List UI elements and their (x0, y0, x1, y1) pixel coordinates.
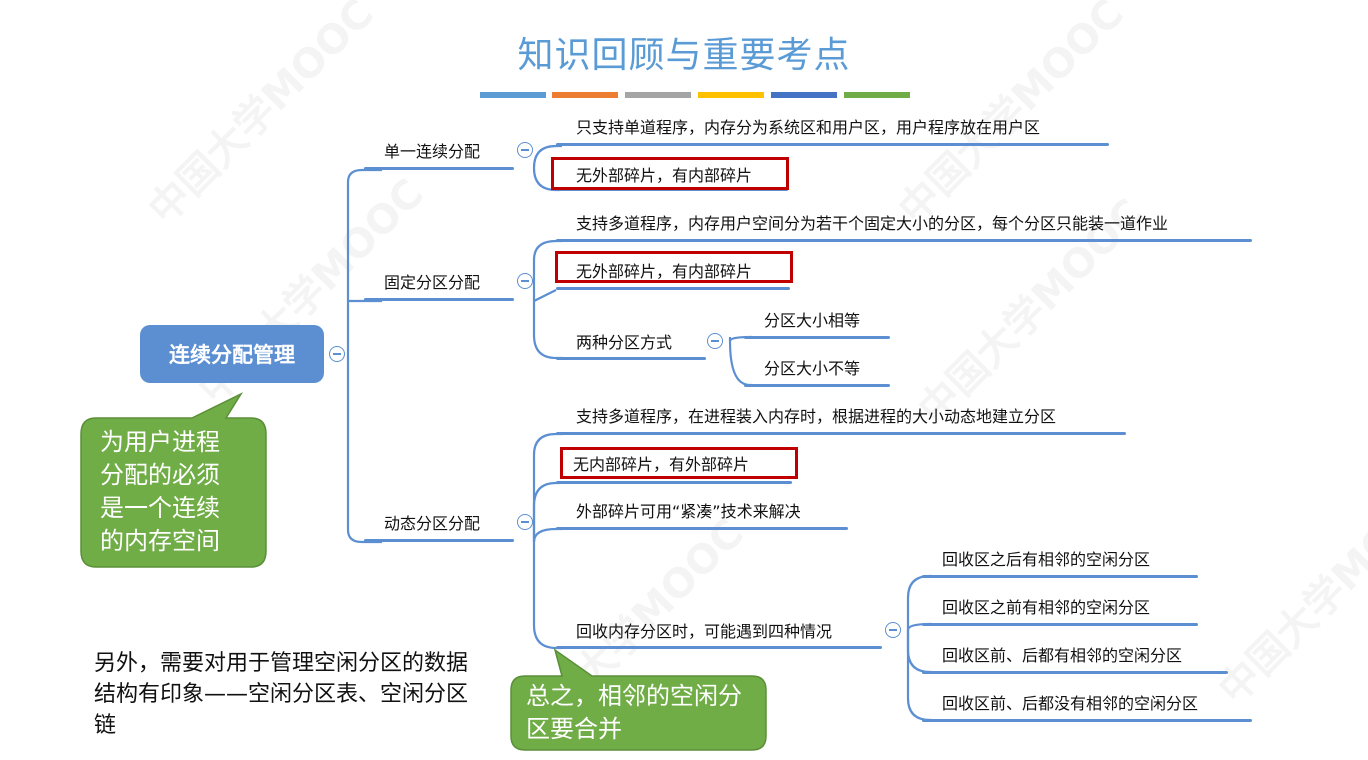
leaf-underline (556, 357, 706, 360)
leaf-underline (556, 527, 848, 530)
collapse-toggle-icon[interactable] (517, 273, 533, 289)
sub-leaf-label[interactable]: 回收区前、后都没有相邻的空闲分区 (942, 694, 1199, 713)
collapse-toggle-icon[interactable] (517, 142, 533, 158)
accent-bar (480, 92, 546, 98)
root-node[interactable]: 连续分配管理 (140, 325, 324, 383)
connector (346, 168, 382, 354)
page-title: 知识回顾与重要考点 (517, 35, 851, 76)
leaf-underline (556, 287, 790, 290)
leaf-label[interactable]: 无外部碎片，有内部碎片 (576, 166, 753, 185)
leaf-label[interactable]: 外部碎片可用“紧凑”技术来解决 (576, 502, 801, 521)
connector (346, 354, 382, 544)
sub-leaf-underline (744, 336, 890, 339)
leaf-label[interactable]: 支持多道程序，在进程装入内存时，根据进程的大小动态地建立分区 (576, 407, 1057, 426)
collapse-toggle-icon[interactable] (885, 622, 901, 638)
sub-leaf-underline (922, 575, 1198, 578)
branch-underline (364, 298, 514, 301)
connector (532, 432, 562, 542)
connector (532, 527, 562, 543)
leaf-label[interactable]: 只支持单道程序，内存分为系统区和用户区，用户程序放在用户区 (576, 118, 1041, 137)
sub-leaf-underline (922, 719, 1252, 722)
highlight-box (555, 251, 793, 283)
branch-underline (364, 539, 514, 542)
leaf-underline (556, 239, 1252, 242)
branch-underline (364, 167, 514, 170)
connector (532, 144, 562, 169)
callout-bubble-bottom (510, 648, 767, 751)
accent-bar (698, 92, 764, 98)
connector (532, 239, 562, 301)
branch-label[interactable]: 单一连续分配 (384, 142, 481, 161)
collapse-toggle-icon[interactable] (707, 333, 723, 349)
leaf-label[interactable]: 无外部碎片，有内部碎片 (576, 262, 753, 281)
sub-leaf-label[interactable]: 回收区之后有相邻的空闲分区 (942, 550, 1151, 569)
sub-leaf-underline (922, 671, 1228, 674)
leaf-underline (556, 646, 882, 649)
root-node-label: 连续分配管理 (169, 343, 295, 367)
leaf-label[interactable]: 支持多道程序，内存用户空间分为若干个固定大小的分区，每个分区只能装一道作业 (576, 214, 1169, 233)
footnote-text: 另外，需要对用于管理空闲分区的数据结构有印象——空闲分区表、空闲分区链 (94, 651, 469, 738)
collapse-toggle-icon[interactable] (329, 346, 345, 362)
leaf-label[interactable]: 回收内存分区时，可能遇到四种情况 (576, 622, 833, 641)
accent-bar (625, 92, 691, 98)
sub-leaf-underline (744, 384, 890, 387)
callout-text: 总之，相邻的空闲分区要合并 (526, 682, 742, 743)
leaf-underline (556, 481, 792, 484)
highlight-box (551, 157, 789, 190)
sub-leaf-label[interactable]: 回收区前、后都有相邻的空闲分区 (942, 646, 1183, 665)
highlight-box (560, 447, 798, 479)
callout-bubble-left (80, 392, 267, 568)
collapse-toggle-icon[interactable] (517, 514, 533, 530)
accent-bar (844, 92, 910, 98)
leaf-underline (556, 432, 1126, 435)
connector (532, 542, 562, 650)
connector (532, 481, 560, 542)
branch-label[interactable]: 动态分区分配 (384, 514, 481, 533)
branch-label[interactable]: 固定分区分配 (384, 273, 481, 292)
sub-leaf-underline (922, 623, 1198, 626)
leaf-underline (556, 143, 1109, 146)
sub-leaf-label[interactable]: 分区大小相等 (764, 311, 861, 330)
sub-leaf-label[interactable]: 回收区之前有相邻的空闲分区 (942, 598, 1151, 617)
accent-bar (552, 92, 618, 98)
sub-leaf-label[interactable]: 分区大小不等 (764, 359, 861, 378)
leaf-label[interactable]: 无内部碎片，有外部碎片 (573, 455, 750, 474)
callout-text: 为用户进程分配的必须是一个连续的内存空间 (100, 428, 220, 555)
leaf-label[interactable]: 两种分区方式 (576, 333, 673, 352)
connector (532, 301, 562, 360)
connector (533, 289, 557, 302)
accent-bar (771, 92, 837, 98)
